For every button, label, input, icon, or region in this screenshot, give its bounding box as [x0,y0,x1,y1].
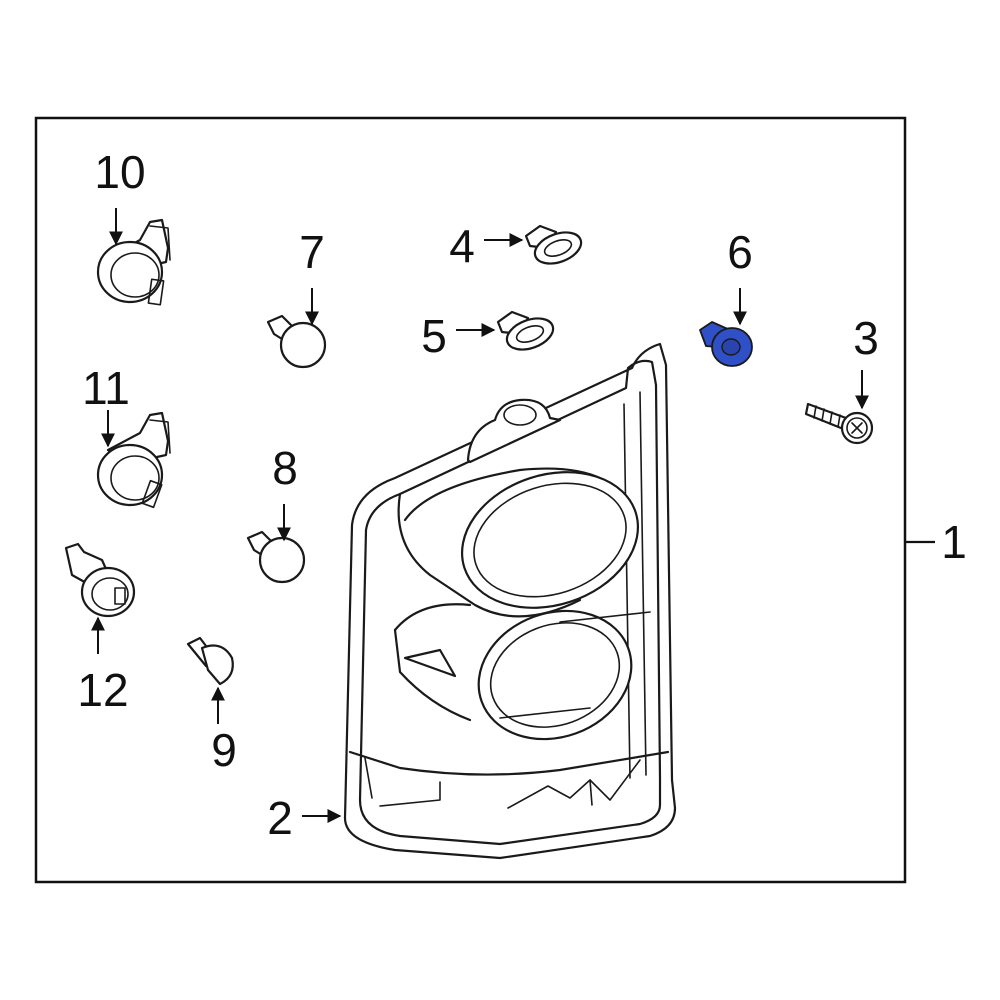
leader-arrows [91,208,869,823]
callout-2: 2 [267,792,293,844]
diagram-frame [34,116,907,884]
callout-labels: 10 11 12 7 8 9 4 5 6 3 2 1 [77,146,966,844]
part-10-socket [96,218,171,306]
callout-1: 1 [941,516,967,568]
part-8-bulb [246,530,306,584]
callout-10: 10 [94,146,145,198]
part-11-socket [96,411,171,509]
callout-4: 4 [449,220,475,272]
callout-9: 9 [211,724,237,776]
tail-lamp-assembly [343,342,677,860]
part-3-screw [804,402,874,445]
part-12-socket [64,542,136,618]
callout-11: 11 [82,362,130,414]
part-5-grommet [496,310,555,351]
callout-3: 3 [853,312,879,364]
callout-5: 5 [421,310,447,362]
callout-6: 6 [727,226,753,278]
part-6-clip [699,321,753,367]
part-7-bulb [266,314,327,369]
callout-8: 8 [272,442,298,494]
callout-7: 7 [299,226,325,278]
part-9-bulb [186,636,234,686]
callout-12: 12 [77,664,128,716]
part-4-grommet [524,224,583,265]
